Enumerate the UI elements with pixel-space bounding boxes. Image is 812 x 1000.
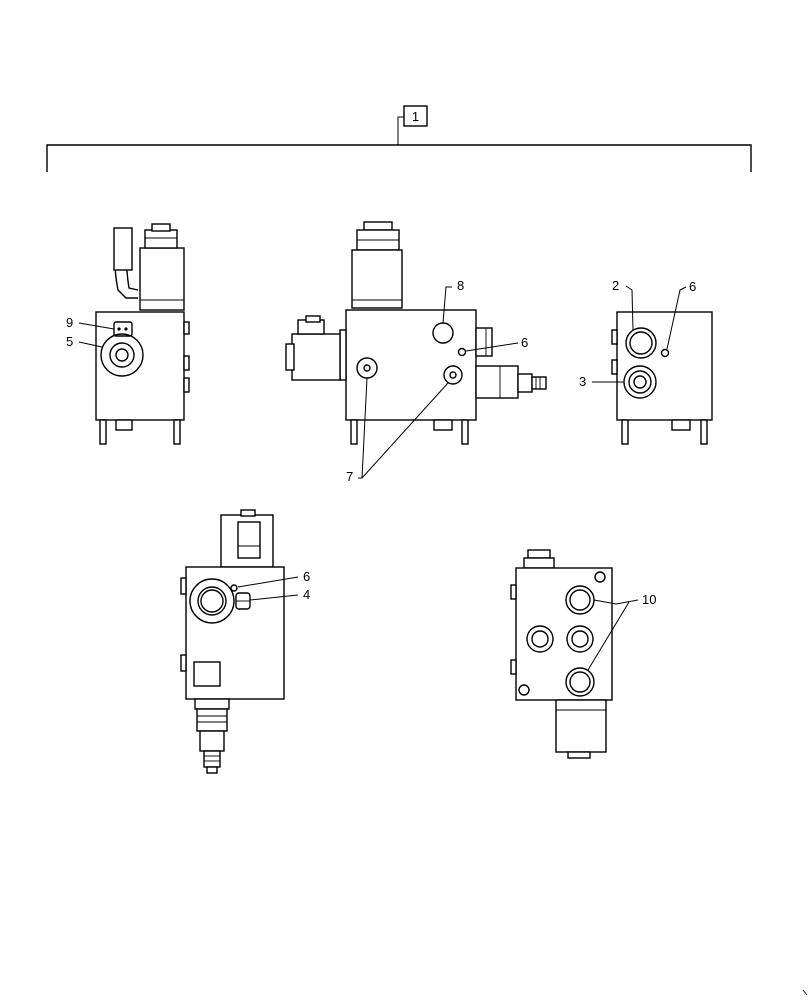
valve-view-rear	[180, 509, 285, 774]
assembly-bracket: 1	[46, 105, 752, 172]
callout-1-label: 1	[412, 109, 419, 124]
valve-view-left	[95, 223, 190, 445]
callout-9-label: 9	[66, 315, 73, 330]
callout-4-label: 4	[303, 587, 310, 602]
valve-view-right	[611, 311, 713, 445]
callout-6-label-right: 6	[689, 279, 696, 294]
callout-6-label-front: 6	[521, 335, 528, 350]
callout-2-label: 2	[612, 278, 619, 293]
valve-view-front	[285, 221, 547, 445]
assembly-callout-box[interactable]	[403, 105, 428, 127]
callout-6-label-rear: 6	[303, 569, 310, 584]
callout-8-label: 8	[457, 278, 464, 293]
valve-view-bottom	[510, 549, 613, 759]
callout-10-label: 10	[642, 592, 656, 607]
callout-7-label: 7	[346, 469, 353, 484]
callout-3-label: 3	[579, 374, 586, 389]
callout-5-label: 5	[66, 334, 73, 349]
